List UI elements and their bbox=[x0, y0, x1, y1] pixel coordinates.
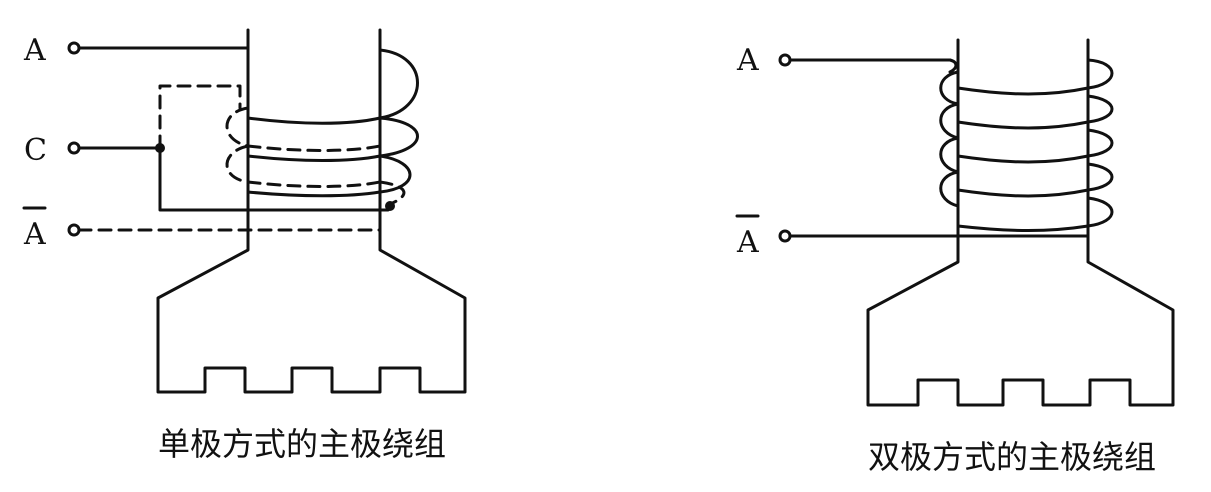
right-diagram: A A 双极方式的主极绕组 bbox=[735, 38, 1175, 476]
left-caption: 单极方式的主极绕组 bbox=[158, 425, 446, 463]
left-coil-solid bbox=[246, 48, 419, 198]
right-label-abar: A bbox=[736, 225, 759, 260]
right-wire-a-entry bbox=[948, 58, 958, 74]
left-diagram: A C A 单极方式的主极绕组 bbox=[22, 28, 467, 463]
left-pole-outline bbox=[156, 28, 467, 394]
left-coil-dashed bbox=[225, 106, 406, 206]
right-coil bbox=[939, 58, 1114, 232]
left-label-a: A bbox=[23, 33, 46, 68]
left-label-c: C bbox=[24, 133, 47, 168]
right-pole-outline bbox=[866, 38, 1175, 407]
left-label-abar: A bbox=[23, 217, 46, 252]
right-label-a: A bbox=[736, 43, 759, 78]
left-wire-c-dashed bbox=[158, 84, 242, 150]
right-caption: 双极方式的主极绕组 bbox=[868, 438, 1156, 476]
left-wire-c-solid bbox=[158, 146, 390, 212]
